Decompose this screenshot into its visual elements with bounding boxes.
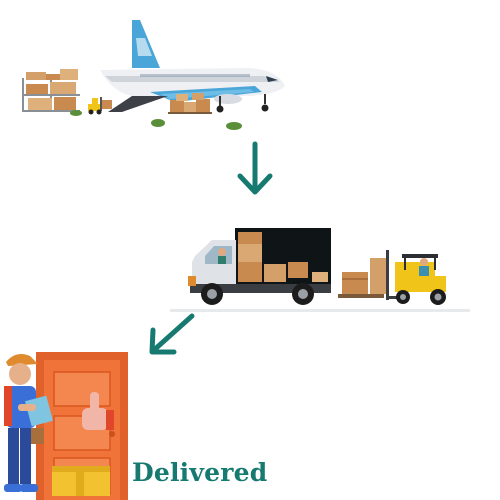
door-delivery-scene: [4, 352, 128, 500]
truck-icon: [188, 228, 331, 305]
arrow-down-icon: [237, 141, 273, 195]
air-freight-scene: [22, 20, 285, 130]
thumbs-up-icon: [82, 392, 114, 430]
shrub-icon: [151, 119, 165, 127]
courier-icon: [4, 354, 53, 492]
airplane-icon: [100, 20, 285, 113]
delivered-label: Delivered: [132, 458, 268, 487]
shrub-icon: [70, 110, 82, 116]
shrub-icon: [226, 122, 242, 130]
package-icon: [52, 466, 110, 496]
package-pallet-icon: [338, 258, 386, 298]
arrow-down-left-icon: [149, 313, 195, 355]
forklift-icon: [386, 250, 446, 305]
cargo-pallet-icon: [168, 93, 212, 114]
truck-loading-scene: [170, 228, 470, 312]
warehouse-shelf-icon: [22, 69, 80, 112]
small-forklift-icon: [88, 97, 112, 115]
